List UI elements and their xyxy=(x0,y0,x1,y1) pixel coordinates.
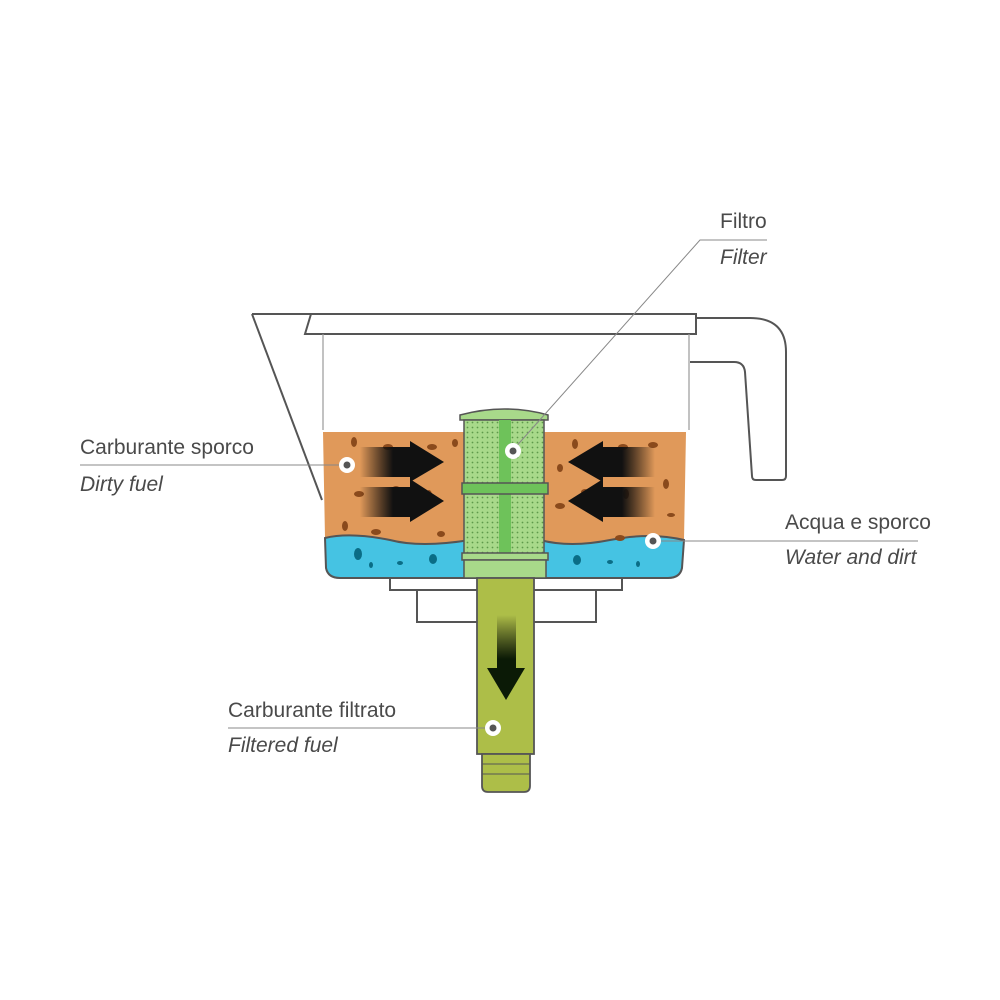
leader-lines xyxy=(80,239,918,729)
filtered-fuel-label-en: Filtered fuel xyxy=(228,734,338,757)
filter-label: Filtro xyxy=(720,210,767,233)
filtered-fuel-label: Carburante filtrato xyxy=(228,699,397,722)
water-dirt-label-en: Water and dirt xyxy=(785,546,917,569)
flow-arrows-inward xyxy=(360,441,655,522)
filter-label-en: Filter xyxy=(720,246,767,269)
flow-arrow-down xyxy=(487,615,525,700)
jug xyxy=(251,313,787,623)
water-dirt-label: Acqua e sporco xyxy=(785,511,931,534)
dirty-fuel-label-en: Dirty fuel xyxy=(80,473,163,496)
filter-cartridge xyxy=(459,408,549,579)
dirty-fuel-label: Carburante sporco xyxy=(80,436,254,459)
water-dirt-particles xyxy=(354,548,640,568)
